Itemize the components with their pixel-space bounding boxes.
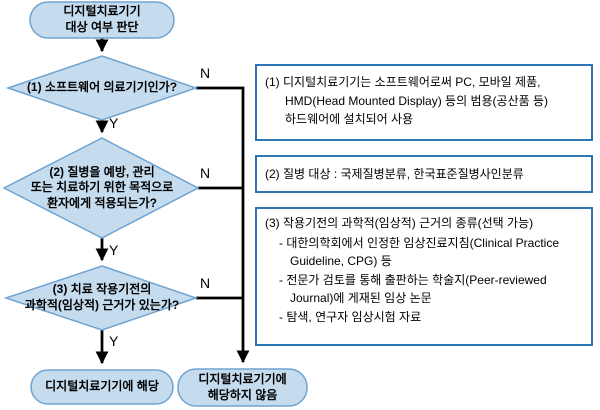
note-box-3-bullet-1: - 대한의학회에서 인정한 임상진료지침(Clinical Practice G… xyxy=(279,236,559,268)
note-box-3-bullet-3: - 탐색, 연구자 임상시험 자료 xyxy=(279,309,422,324)
decision-3-shape xyxy=(3,265,199,331)
branch-yes-label-3: Y xyxy=(109,333,119,349)
decision-1-shape xyxy=(5,55,199,121)
branch-no-label-3: N xyxy=(200,275,211,291)
start-node-shape xyxy=(29,1,175,39)
note-box-2: (2) 질병 대상 : 국제질병분류, 한국표준질병사인분류 xyxy=(255,155,593,193)
branch-yes-label-1: Y xyxy=(109,115,119,131)
end-yes-node-shape xyxy=(30,369,174,405)
branch-no-label-2: N xyxy=(200,165,211,181)
branch-yes-label-2: Y xyxy=(109,242,119,258)
note-box-3-heading: (3) 작용기전의 과학적(임상적) 근거의 종류(선택 가능) xyxy=(265,216,534,230)
note-box-2-text: (2) 질병 대상 : 국제질병분류, 한국표준질병사인분류 xyxy=(265,166,524,181)
note-box-1: (1) 디지털치료기기는 소프트웨어로써 PC, 모바일 제품, HMD(Hea… xyxy=(255,64,593,141)
branch-no-label-1: N xyxy=(200,65,211,81)
decision-2-shape xyxy=(2,137,200,239)
note-box-3-bullet-2: - 전문가 검토를 통해 출판하는 학술지(Peer-reviewed Jour… xyxy=(279,273,547,305)
connector-no-branch xyxy=(196,86,250,364)
end-no-node-shape xyxy=(177,368,308,407)
note-box-3: (3) 작용기전의 과학적(임상적) 근거의 종류(선택 가능) - 대한의학회… xyxy=(255,207,593,346)
